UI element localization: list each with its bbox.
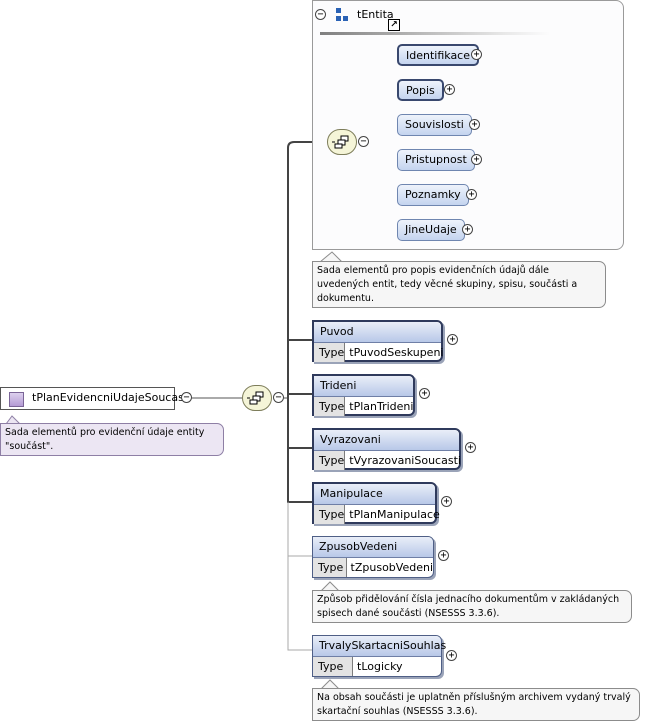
group-sequence-collapse-icon[interactable]: −: [358, 136, 369, 147]
expand-jineudaje-icon[interactable]: +: [462, 224, 473, 235]
main-sequence-collapse-icon[interactable]: −: [273, 392, 284, 403]
type-value: tZpusobVedeni: [350, 561, 433, 574]
group-sequence-compositor[interactable]: [327, 129, 357, 155]
group-item-identifikace[interactable]: Identifikace: [397, 44, 479, 66]
group-collapse-icon[interactable]: −: [315, 9, 326, 20]
group-item-poznamky[interactable]: Poznamky: [397, 184, 469, 206]
expand-souvislosti-icon[interactable]: +: [469, 119, 480, 130]
group-header-divider: [320, 32, 550, 35]
group-item-souvislosti[interactable]: Souvislosti: [397, 114, 472, 136]
type-value: tVyrazovaniSoucasti: [349, 454, 461, 467]
element-name: Vyrazovani: [314, 430, 459, 451]
type-label: Type: [314, 451, 346, 470]
root-annotation: Sada elementů pro evidenční údaje entity…: [0, 423, 224, 456]
group-item-pristupnost[interactable]: Pristupnost: [397, 149, 475, 171]
expand-trvalyskartacnisouhlas-icon[interactable]: +: [446, 650, 457, 661]
type-label: Type: [314, 505, 346, 524]
complex-type-icon: [9, 392, 24, 407]
root-collapse-icon[interactable]: −: [181, 392, 192, 403]
group-title[interactable]: tEntita: [357, 8, 394, 21]
expand-popis-icon[interactable]: +: [444, 84, 455, 95]
group-item-popis[interactable]: Popis: [397, 79, 444, 101]
trvalyskartacnisouhlas-annotation: Na obsah součásti je uplatněn příslušným…: [312, 688, 640, 721]
group-annotation: Sada elementů pro popis evidenčních údaj…: [312, 261, 606, 308]
type-label: Type: [314, 397, 346, 416]
expand-manipulace-icon[interactable]: +: [441, 496, 452, 507]
expand-pristupnost-icon[interactable]: +: [471, 154, 482, 165]
type-label: Type: [314, 343, 346, 362]
type-value: tPlanManipulace: [349, 508, 440, 521]
element-name: TrvalySkartacniSouhlas: [313, 636, 446, 657]
type-value: tPlanTrideni: [349, 400, 414, 413]
expand-identifikace-icon[interactable]: +: [471, 49, 482, 60]
group-item-jineudaje[interactable]: JineUdaje: [397, 219, 465, 241]
root-element[interactable]: tPlanEvidencniUdajeSoucasti: [0, 387, 191, 410]
zpusobvedeni-annotation: Způsob přidělování čísla jednacího dokum…: [312, 590, 632, 623]
element-name: Trideni: [314, 376, 413, 397]
type-value: tPuvodSeskupeni: [349, 346, 444, 359]
element-name: Puvod: [314, 322, 441, 343]
root-element-name: tPlanEvidencniUdajeSoucasti: [32, 391, 192, 404]
element-name: Manipulace: [314, 484, 435, 505]
element-name: ZpusobVedeni: [313, 537, 433, 558]
reference-arrow-icon[interactable]: ↗: [388, 19, 400, 31]
expand-poznamky-icon[interactable]: +: [466, 189, 477, 200]
main-sequence-compositor[interactable]: [242, 385, 272, 411]
type-label: Type: [313, 558, 347, 577]
element-trvalyskartacnisouhlas[interactable]: TrvalySkartacniSouhlas Type tLogicky: [312, 635, 446, 677]
tree-icon: [336, 8, 350, 22]
sequence-icon: [332, 135, 349, 149]
type-label: Type: [313, 657, 353, 676]
expand-trideni-icon[interactable]: +: [419, 388, 430, 399]
expand-puvod-icon[interactable]: +: [447, 334, 458, 345]
type-value: tLogicky: [357, 660, 403, 673]
expand-vyrazovani-icon[interactable]: +: [465, 442, 476, 453]
expand-zpusobvedeni-icon[interactable]: +: [438, 550, 449, 561]
sequence-icon: [247, 391, 264, 405]
